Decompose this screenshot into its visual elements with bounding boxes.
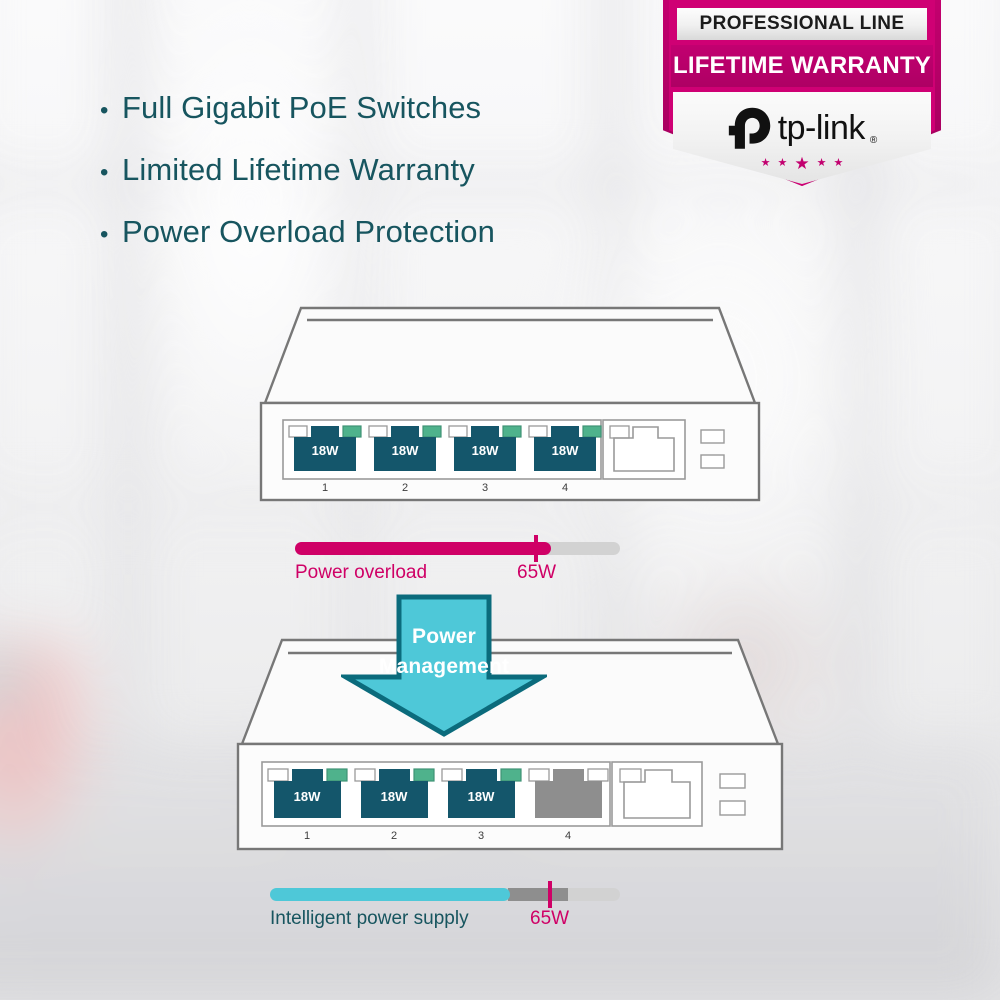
tp-link-logo: tp-link ®	[673, 102, 931, 154]
badge-lifetime-warranty-banner: LIFETIME WARRANTY	[671, 45, 933, 87]
registered-mark: ®	[869, 135, 878, 146]
port-wattage-label: 18W	[294, 789, 321, 804]
power-bar-label: Intelligent power supply	[270, 908, 469, 929]
uplink-port	[619, 768, 691, 819]
badge-lifetime-warranty-text: LIFETIME WARRANTY	[672, 52, 932, 79]
poe-port-3: 18W 3	[448, 425, 522, 494]
bullet-icon: •	[100, 159, 109, 186]
poe-port-4-inactive: 4	[528, 768, 609, 842]
tp-link-wordmark: tp-link	[777, 108, 866, 147]
warranty-badge: PROFESSIONAL LINE LIFETIME WARRANTY tp-l…	[663, 0, 941, 186]
port-wattage-label: 18W	[381, 789, 408, 804]
feature-text: Power Overload Protection	[122, 214, 495, 249]
power-bar-fill	[270, 888, 510, 901]
port-number-label: 1	[304, 830, 310, 842]
power-bar-overload: Power overload 65W	[295, 535, 635, 591]
uplink-port	[609, 425, 675, 472]
feature-text: Full Gigabit PoE Switches	[122, 90, 482, 125]
feature-list: • Full Gigabit PoE Switches • Limited Li…	[100, 78, 495, 264]
poe-port-4: 18W 4	[528, 425, 602, 494]
star-icon: ★	[833, 156, 844, 169]
bullet-icon: •	[100, 97, 109, 124]
port-wattage-label: 18W	[472, 443, 499, 458]
star-icon: ★	[760, 156, 771, 169]
poe-port-2: 18W 2	[368, 425, 442, 494]
power-budget-tick	[548, 881, 552, 908]
star-icon: ★	[816, 156, 827, 169]
power-bar-label: Power overload	[295, 562, 428, 583]
port-number-label: 4	[562, 482, 568, 494]
badge-professional-line-banner: PROFESSIONAL LINE	[677, 8, 927, 40]
power-budget-tick	[534, 535, 538, 562]
overloaded-switch: 18W 1 18W 2 18W 3	[255, 300, 765, 525]
status-led-2	[719, 800, 746, 816]
port-wattage-label: 18W	[468, 789, 495, 804]
poe-port-2: 18W 2	[354, 768, 435, 842]
feature-text: Limited Lifetime Warranty	[122, 152, 475, 187]
badge-logo-panel: tp-link ® ★ ★ ★ ★ ★	[673, 92, 931, 184]
badge-professional-line-text: PROFESSIONAL LINE	[699, 13, 905, 34]
port-number-label: 1	[322, 482, 328, 494]
status-led-1	[719, 773, 746, 789]
poe-port-1: 18W 1	[288, 425, 362, 494]
star-icon: ★	[794, 153, 810, 173]
port-number-label: 4	[565, 830, 571, 842]
poe-port-1: 18W 1	[267, 768, 348, 842]
tp-link-mark-icon	[728, 107, 770, 149]
power-bar-fill	[295, 542, 551, 555]
list-item: • Full Gigabit PoE Switches	[100, 78, 495, 140]
power-management-arrow: Power Management	[336, 594, 552, 738]
poe-port-3: 18W 3	[441, 768, 522, 842]
port-number-label: 2	[402, 482, 408, 494]
port-number-label: 3	[482, 482, 488, 494]
list-item: • Limited Lifetime Warranty	[100, 140, 495, 202]
port-number-label: 2	[391, 830, 397, 842]
port-wattage-label: 18W	[392, 443, 419, 458]
star-icon: ★	[777, 156, 788, 169]
bullet-icon: •	[100, 221, 109, 248]
status-led-2	[700, 454, 725, 469]
list-item: • Power Overload Protection	[100, 202, 495, 264]
port-wattage-label: 18W	[312, 443, 339, 458]
power-budget-value: 65W	[530, 908, 570, 929]
badge-star-rating: ★ ★ ★ ★ ★	[673, 154, 931, 172]
power-bar-reserve-segment	[508, 888, 568, 901]
port-wattage-label: 18W	[552, 443, 579, 458]
port-number-label: 3	[478, 830, 484, 842]
power-bar-intelligent: Intelligent power supply 65W	[270, 881, 630, 937]
status-led-1	[700, 429, 725, 444]
power-budget-value: 65W	[517, 562, 557, 583]
